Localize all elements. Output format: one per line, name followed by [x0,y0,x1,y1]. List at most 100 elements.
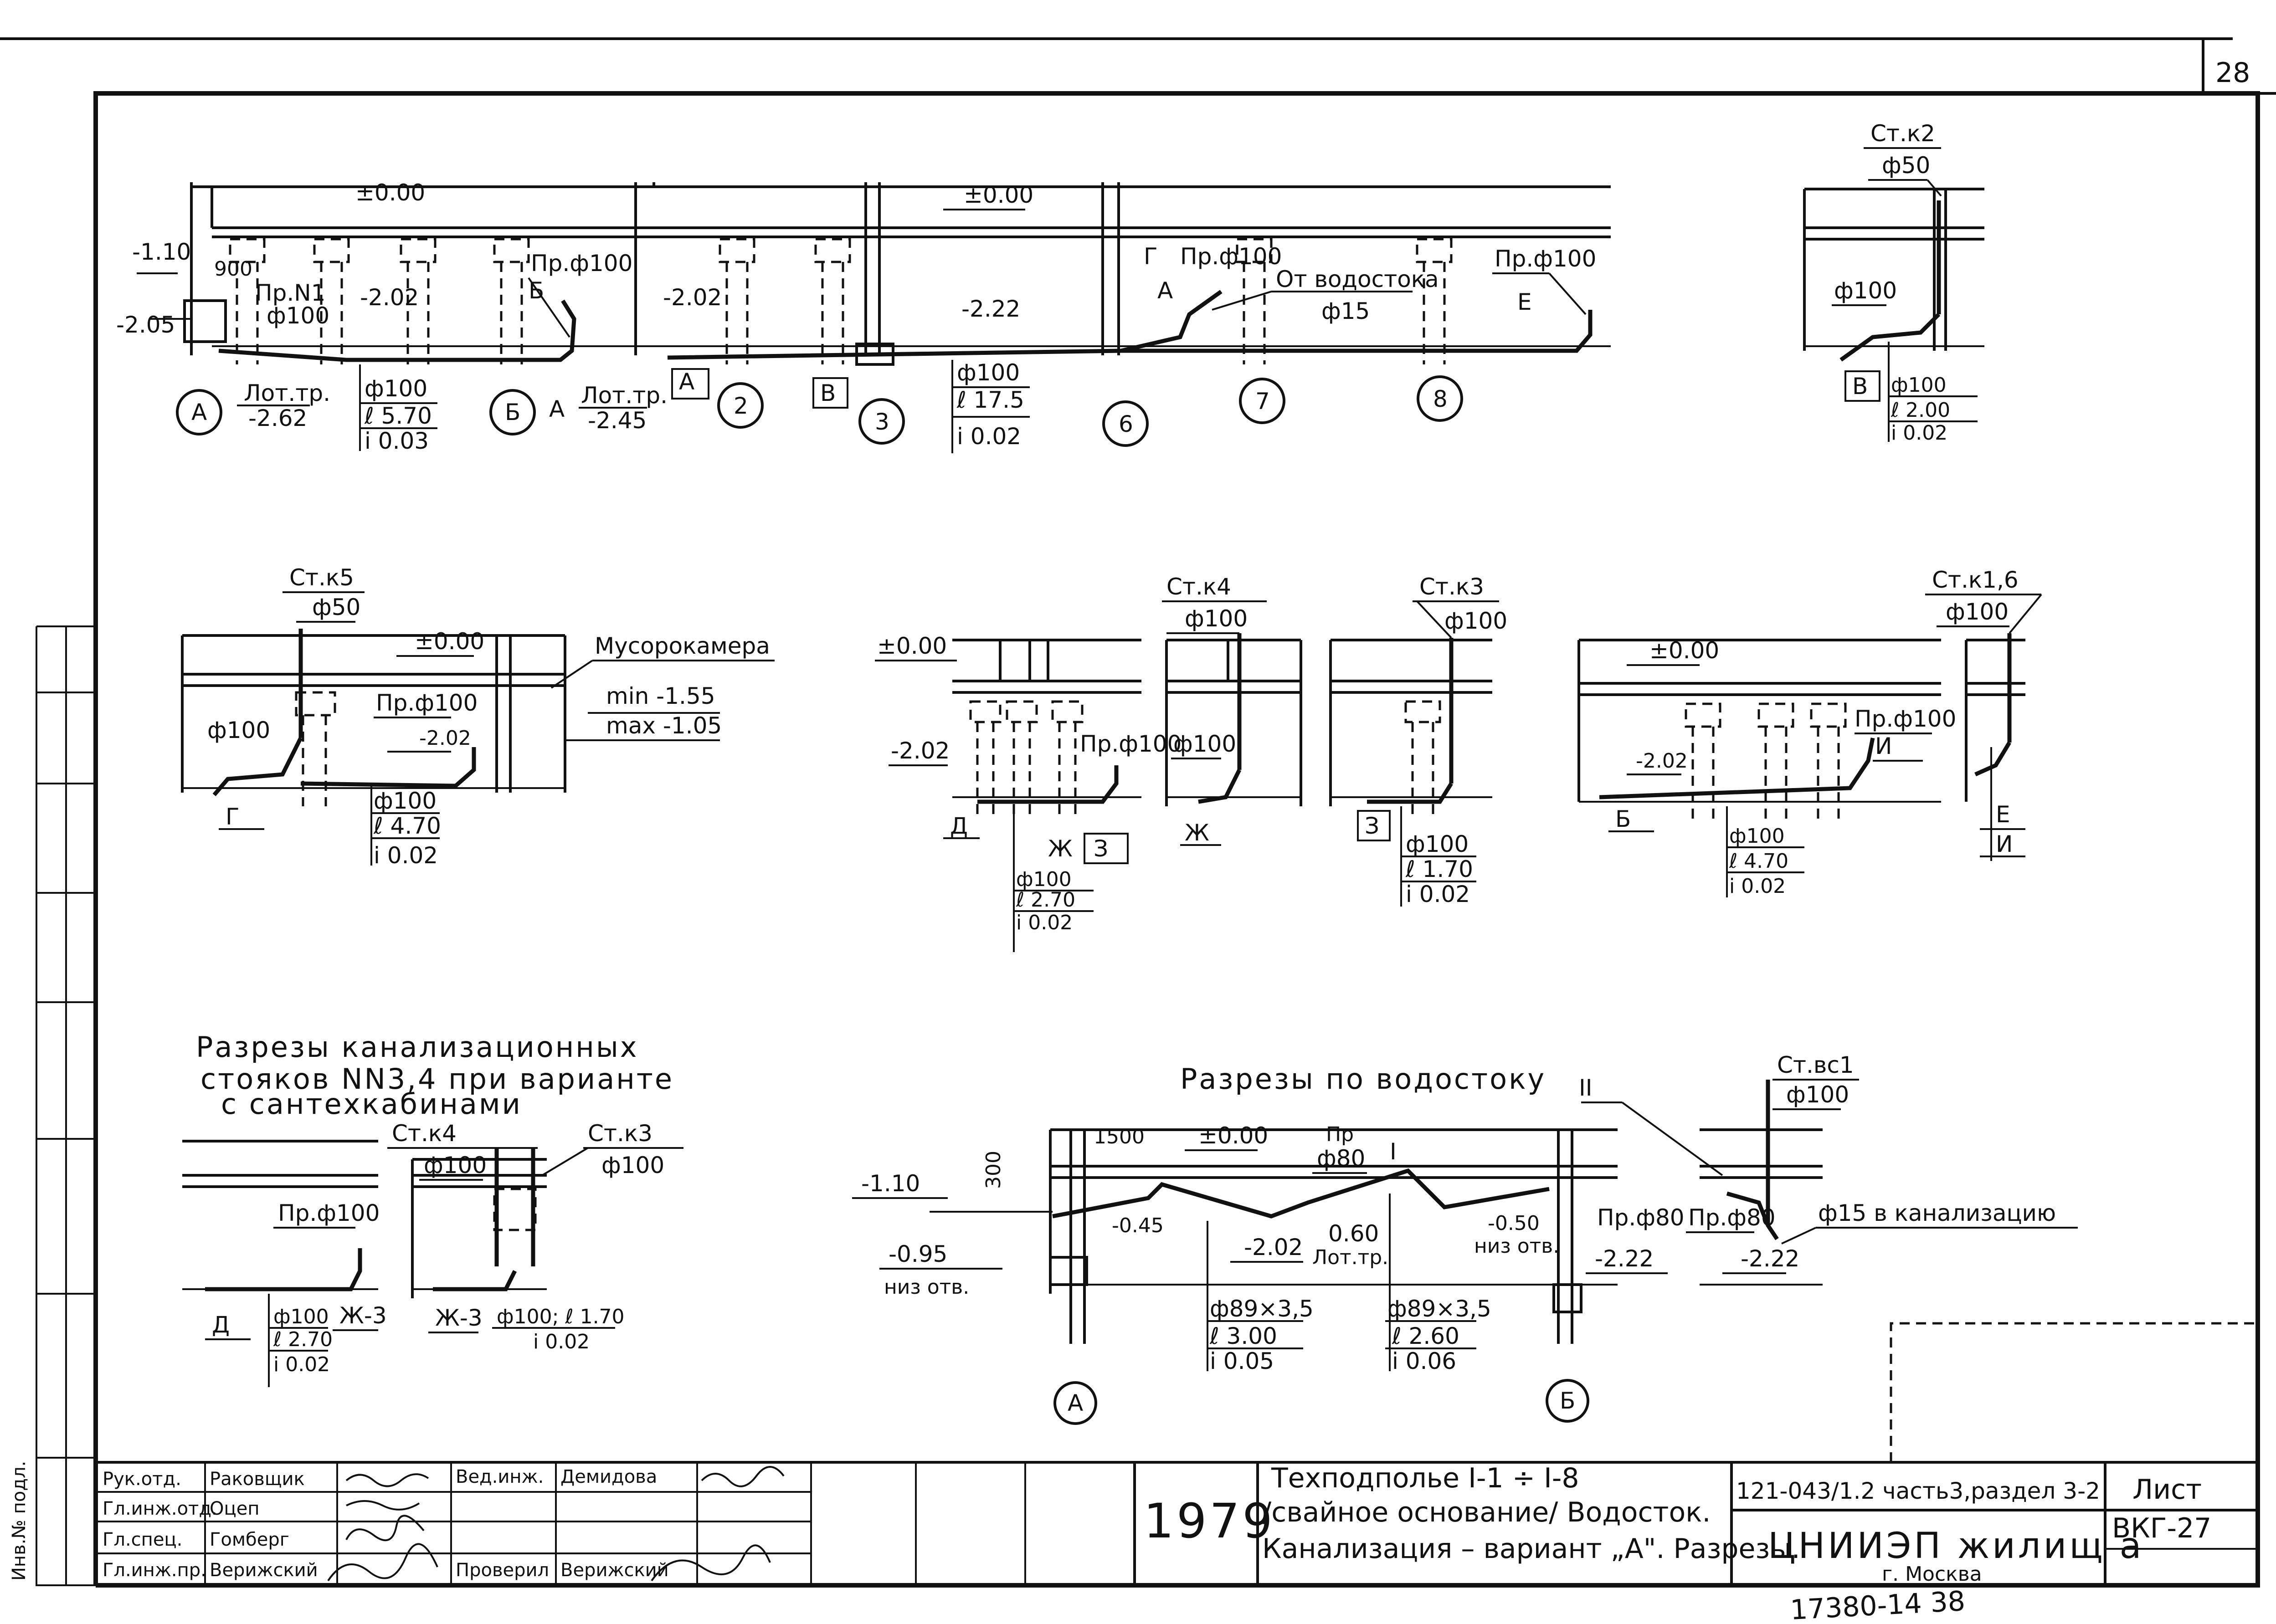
name-1: Оцеп [210,1498,259,1519]
from-drain-label: От водостока [1276,266,1439,292]
page-number: 28 [2215,57,2250,89]
stk5-spec-l: ℓ 4.70 [373,813,441,839]
drain-lv202: -2.02 [1244,1234,1303,1260]
drain-lv110: -1.10 [861,1170,920,1197]
mid-mark-z: З [1094,835,1108,862]
level-0-mid: ±0.00 [964,182,1033,208]
stk4-title: Ст.к4 [1166,574,1231,600]
piles-left [229,238,530,364]
drain-spec2-d: ф89×3,5 [1387,1296,1491,1322]
drain-pr80c: Пр.ф80 [1688,1204,1776,1231]
spec1-i: i 0.03 [365,428,429,454]
role-3: Гл.инж.пр. [103,1560,206,1581]
stk5-spec-d: ф100 [374,788,437,814]
sewer-spec-i: i 0.02 [273,1353,330,1376]
stk5-dia: ф50 [312,594,360,620]
desc-2: /свайное основание/ Водосток. [1262,1496,1711,1528]
mid-spec-l: ℓ 2.70 [1016,888,1075,912]
name-0: Раковщик [210,1469,305,1490]
stk16-level: -2.02 [1636,749,1688,773]
level-202-left: -2.02 [360,284,419,311]
mark-v: В [820,380,836,406]
outlet-n1-label: Пр.N1 [255,280,325,306]
sewer-mark-zh3b: Ж-3 [435,1305,483,1331]
stk5-min: min -1.55 [606,683,715,709]
lot-a-value: -2.62 [248,405,307,431]
spec1-d: ф100 [365,375,427,402]
stk2-d100: ф100 [1834,277,1897,304]
role-1: Гл.инж.отд. [103,1498,217,1519]
sewer-title-2: стояков NN3,4 при варианте [200,1062,674,1096]
stk2-dia: ф50 [1882,152,1930,179]
mid-pipe [977,765,1119,804]
stk5-level0: ±0.00 [415,628,484,655]
drain-sections: Разрезы по водостоку -1.10 -0.95 низ отв… [852,1052,2078,1425]
lot-b-name: Лот.тр. [581,382,668,409]
sewer-title-1: Разрезы канализационных [196,1030,638,1064]
stk16-side-i: И [1996,831,2013,857]
pipe-spec-2: ф100 ℓ 17.5 i 0.02 [951,359,1030,453]
sheet-frame: 28 Инв.№ подл. [0,37,2276,1588]
sewer-mark-zh3: Ж-3 [339,1302,387,1329]
sewer-spec2-i: i 0.02 [533,1330,590,1353]
desc-1: Техподполье I-1 ÷ I-8 [1271,1462,1579,1494]
axis-8: 8 [1433,386,1448,412]
sewer-spec-d: ф100 [273,1305,329,1328]
axis-b: Б [505,399,520,425]
level-205: -2.05 [116,312,175,338]
from-drain-dia: ф15 [1321,298,1370,324]
mid-spec-i: i 0.02 [1016,911,1073,934]
drain-to-sewer: ф15 в канализацию [1818,1200,2056,1226]
spec1-l: ℓ 5.70 [364,403,432,429]
drain-lv060: 0.60 [1328,1220,1379,1247]
riser-stk16: Ст.к1,6 ф100 ±0.00 Пр.ф100 И -2.02 Б ф10… [1577,567,2042,898]
drain-roman2: II [1579,1075,1593,1101]
drain-lv050: -0.50 [1488,1212,1540,1235]
drain-spec1-l: ℓ 3.00 [1209,1323,1277,1349]
org-name: ЦНИИЭП жилищ а [1768,1526,2144,1567]
year: 1979 [1144,1493,1275,1549]
stk5-d100: ф100 [207,717,270,743]
sewer-stk3-d: ф100 [601,1152,664,1178]
stk16-title: Ст.к1,6 [1932,567,2019,593]
stk16-pipe [1599,738,1875,799]
drain-niz-otv: низ отв. [884,1276,969,1299]
stk16-mark-b: Б [1615,806,1631,832]
stk2-spec-d: ф100 [1891,374,1947,397]
drain-lv045: -0.45 [1112,1214,1164,1237]
stk2-spec-l: ℓ 2.00 [1891,399,1950,422]
stk16-spec-l: ℓ 4.70 [1729,850,1788,873]
stk16-spec-i: i 0.02 [1729,875,1786,898]
mid-mark-zh: Ж [1048,835,1073,862]
drain-lv0: ±0.00 [1198,1122,1268,1149]
mid-mark-d: Д [950,813,968,839]
stk5-chamber: Мусорокамера [595,633,770,659]
corner-dashed-box [1890,1322,2258,1462]
bottom-note: 17380-14 38 [1789,1585,1966,1624]
stk16-side-pipe [1974,741,2011,777]
drain-pr80b: Пр.ф80 [1597,1204,1685,1231]
drain-spec2-i: i 0.06 [1392,1348,1456,1374]
outlet-prphi100-right: Пр.ф100 [1495,246,1596,272]
city: г. Москва [1882,1563,1982,1586]
stk3-spec-i: i 0.02 [1406,881,1470,907]
checked-name: Верижский [560,1560,669,1581]
stk5-spec-i: i 0.02 [374,842,438,869]
sewer-title-3: с сантехкабинами [221,1087,522,1121]
stk5-pipe [212,737,303,796]
mid-level0: ±0.00 [877,633,947,659]
checked-role: Проверил [456,1560,549,1581]
piles-right [719,238,1453,364]
axis-6: 6 [1119,411,1133,437]
drain-title: Разрезы по водостоку [1180,1062,1546,1096]
level-0-left: ±0.00 [355,179,425,206]
drain-roman1: I [1390,1138,1397,1165]
outlet-prphi100-mid: Пр.ф100 [1180,243,1282,270]
drain-pr80a-d: ф80 [1317,1145,1365,1172]
stk3-spec-d: ф100 [1406,831,1469,857]
stk2-spec-i: i 0.02 [1891,421,1947,445]
drain-d1500: 1500 [1094,1125,1145,1148]
stk2-title: Ст.к2 [1870,120,1935,147]
drain-pipe-1 [1052,1168,1550,1219]
